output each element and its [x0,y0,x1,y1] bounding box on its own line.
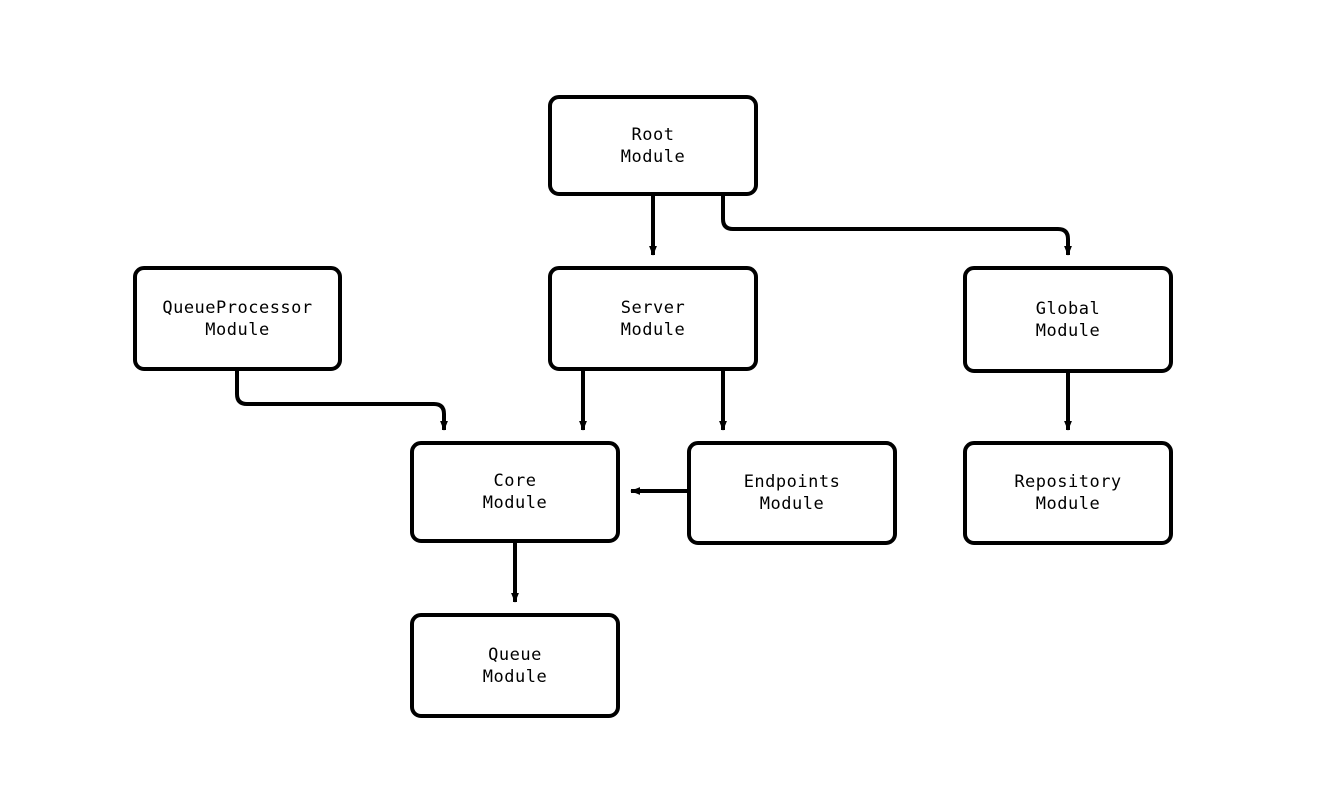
edge-queueprocessor-core [235,371,448,431]
node-repository[interactable]: Repository Module [963,441,1173,545]
edge-root-global [721,196,1072,256]
node-queueprocessor-line2: Module [205,319,270,340]
node-root-line2: Module [620,146,686,167]
node-queueprocessor-line1: QueueProcessor [162,297,313,318]
node-server[interactable]: Server Module [548,266,758,371]
node-repository-line1: Repository [1014,472,1122,492]
node-queueprocessor[interactable]: QueueProcessor Module [133,266,342,371]
node-endpoints-line2: Module [759,494,825,514]
node-core-line1: Core [493,471,537,491]
node-server-line2: Module [620,319,686,340]
node-endpoints[interactable]: Endpoints Module [687,441,897,545]
node-root[interactable]: Root Module [548,95,758,196]
node-queue[interactable]: Queue Module [410,613,620,718]
node-global-line2: Module [1035,320,1101,341]
node-global[interactable]: Global Module [963,266,1173,373]
node-core-line2: Module [482,493,548,513]
node-root-line1: Root [631,124,675,145]
node-endpoints-line1: Endpoints [743,472,841,492]
node-queue-line2: Module [482,666,548,687]
node-core[interactable]: Core Module [410,441,620,543]
node-repository-line2: Module [1035,494,1101,514]
node-global-line1: Global [1035,298,1101,319]
node-server-line1: Server [620,297,686,318]
node-queue-line1: Queue [488,644,542,665]
